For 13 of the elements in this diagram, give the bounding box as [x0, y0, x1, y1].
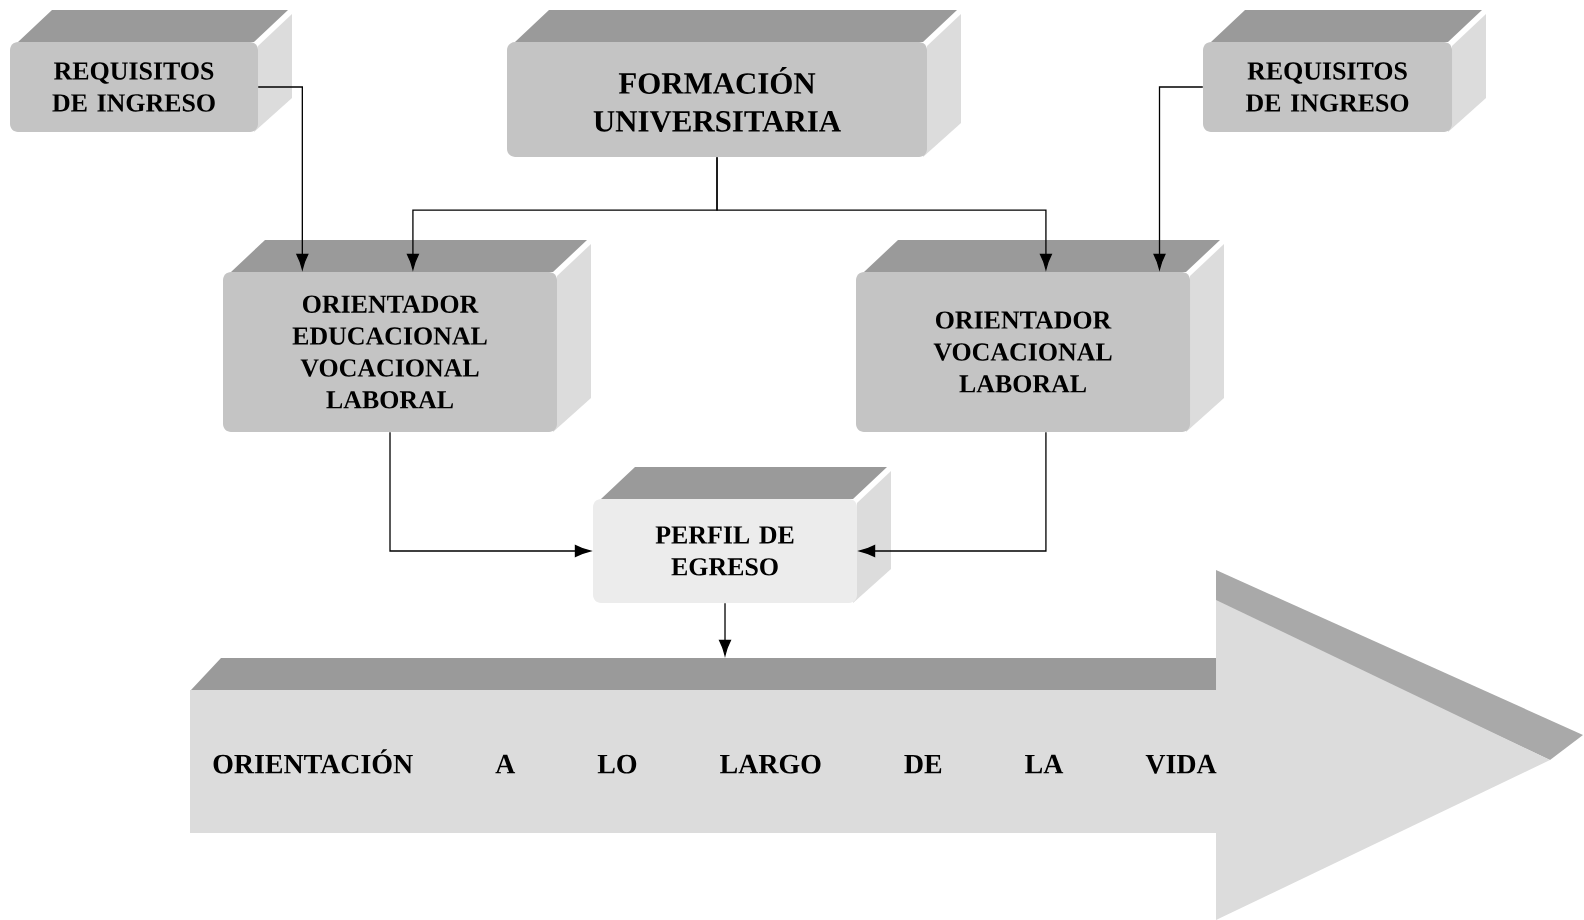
arrow: [1153, 86, 1204, 270]
arrow: [389, 431, 591, 558]
arrow: [716, 156, 1052, 270]
node-label: ORIENTACIÓN A LO LARGO DE LA VIDA: [213, 749, 1217, 774]
arrow: [718, 602, 732, 656]
box: REQUISITOS DE INGRESO: [1203, 10, 1486, 132]
box: REQUISITOS DE INGRESO: [10, 10, 292, 132]
box: PERFIL DE EGRESO: [593, 467, 891, 603]
arrow: [257, 86, 309, 270]
box: ORIENTADOR VOCACIONAL LABORAL: [856, 240, 1224, 432]
box: ORIENTADOR EDUCACIONAL VOCACIONAL LABORAL: [223, 240, 591, 432]
arrow: [859, 431, 1047, 558]
box: FORMACIÓN UNIVERSITARIA: [507, 10, 961, 157]
